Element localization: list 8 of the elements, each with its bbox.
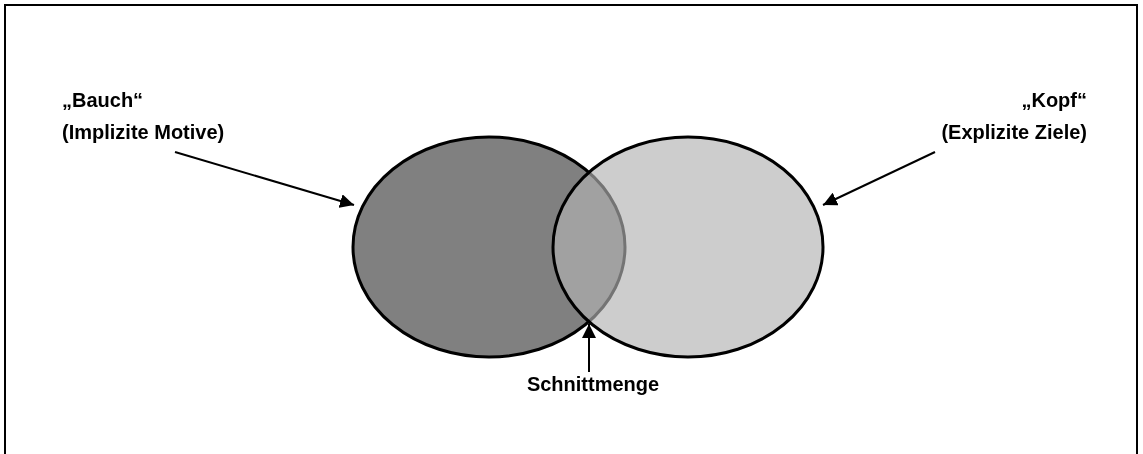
arrow <box>822 151 936 206</box>
heading-label: „Bauch“ <box>62 88 145 112</box>
heading-label: Schnittmenge <box>525 372 661 396</box>
arrow <box>174 151 355 208</box>
heading-label: „Kopf“ <box>1020 88 1087 112</box>
arrow <box>582 323 596 373</box>
subtitle-label: (Implizite Motive) <box>62 120 226 144</box>
subtitle-label: (Explizite Ziele) <box>940 120 1087 144</box>
